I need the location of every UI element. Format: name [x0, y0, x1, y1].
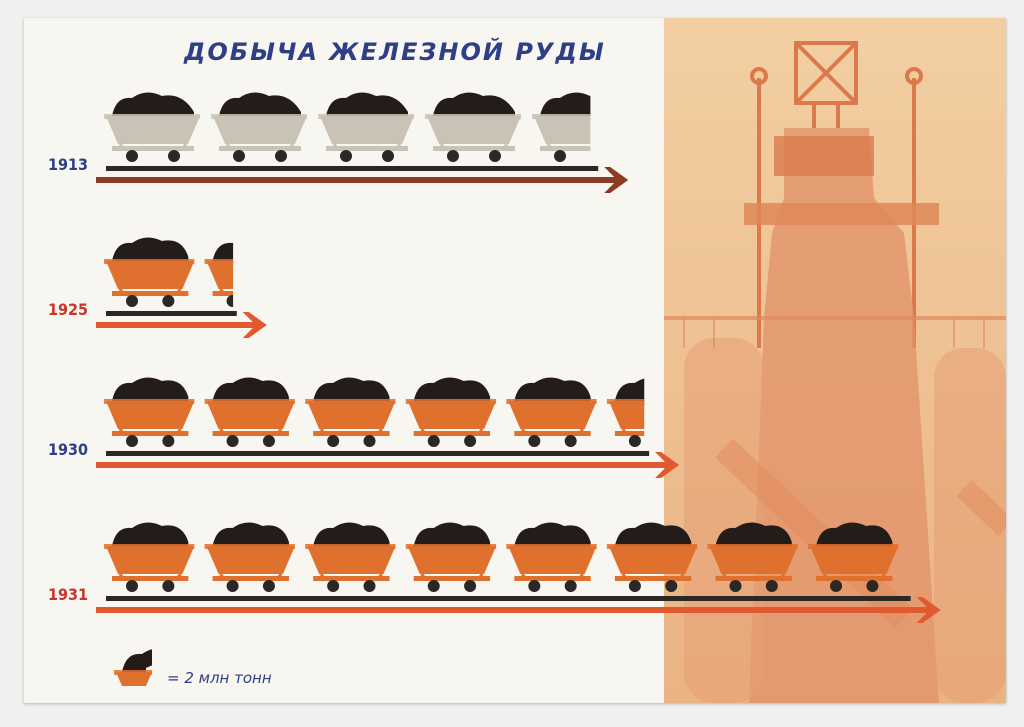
rail-1931 [106, 596, 911, 601]
chart-title: ДОБЫЧА ЖЕЛЕЗНОЙ РУДЫ [183, 37, 606, 66]
cart-1930-1 [104, 377, 195, 447]
cart-1930-4 [405, 377, 497, 447]
cart-1913-1 [104, 92, 200, 162]
arrow-1930 [96, 452, 680, 478]
cart-1931-2 [204, 522, 295, 592]
year-label-1913: 1913 [48, 155, 88, 174]
poster-card: ДОБЫЧА ЖЕЛЕЗНОЙ РУДЫ 1913 1925 1930 1931 = … [24, 18, 1006, 703]
cart-1931-5 [506, 522, 597, 592]
cart-1925-2 [204, 242, 234, 307]
rail-1925 [106, 311, 237, 316]
cart-1913-4 [425, 92, 521, 162]
cart-1930-3 [305, 377, 396, 447]
cart-1930-5 [506, 377, 597, 447]
chart-rows: 1913 1925 1930 1931 [48, 92, 941, 623]
cart-1913-3 [318, 92, 414, 162]
arrow-1925 [96, 312, 267, 338]
cart-1930-6 [606, 378, 645, 447]
legend: = 2 млн тонн [114, 649, 272, 687]
cart-1930-2 [204, 377, 295, 447]
cart-1925-1 [104, 237, 195, 307]
legend-cart-icon [114, 649, 152, 686]
arrow-1913 [96, 167, 629, 193]
legend-label: = 2 млн тонн [167, 669, 272, 687]
rail-1930 [106, 451, 650, 456]
row-1913: 1913 [48, 92, 629, 193]
iron-ore-chart: ДОБЫЧА ЖЕЛЕЗНОЙ РУДЫ 1913 1925 1930 1931 = … [48, 18, 1006, 703]
cart-1913-5 [532, 92, 591, 162]
cart-1931-3 [305, 522, 396, 592]
blast-furnace-illustration [664, 18, 1006, 703]
row-1930: 1930 [48, 377, 680, 478]
cart-1931-8 [808, 522, 899, 592]
row-1931: 1931 [48, 522, 941, 623]
arrow-1931 [96, 597, 941, 623]
cart-1931-4 [405, 522, 497, 592]
cart-1931-7 [707, 522, 798, 592]
year-label-1931: 1931 [48, 585, 88, 604]
row-1925: 1925 [48, 237, 267, 338]
cart-1931-6 [606, 522, 698, 592]
cart-1913-2 [211, 92, 307, 162]
year-label-1925: 1925 [48, 300, 88, 319]
rail-1913 [106, 166, 599, 171]
legend-cart [114, 649, 152, 686]
cart-1931-1 [104, 522, 195, 592]
year-label-1930: 1930 [48, 440, 88, 459]
